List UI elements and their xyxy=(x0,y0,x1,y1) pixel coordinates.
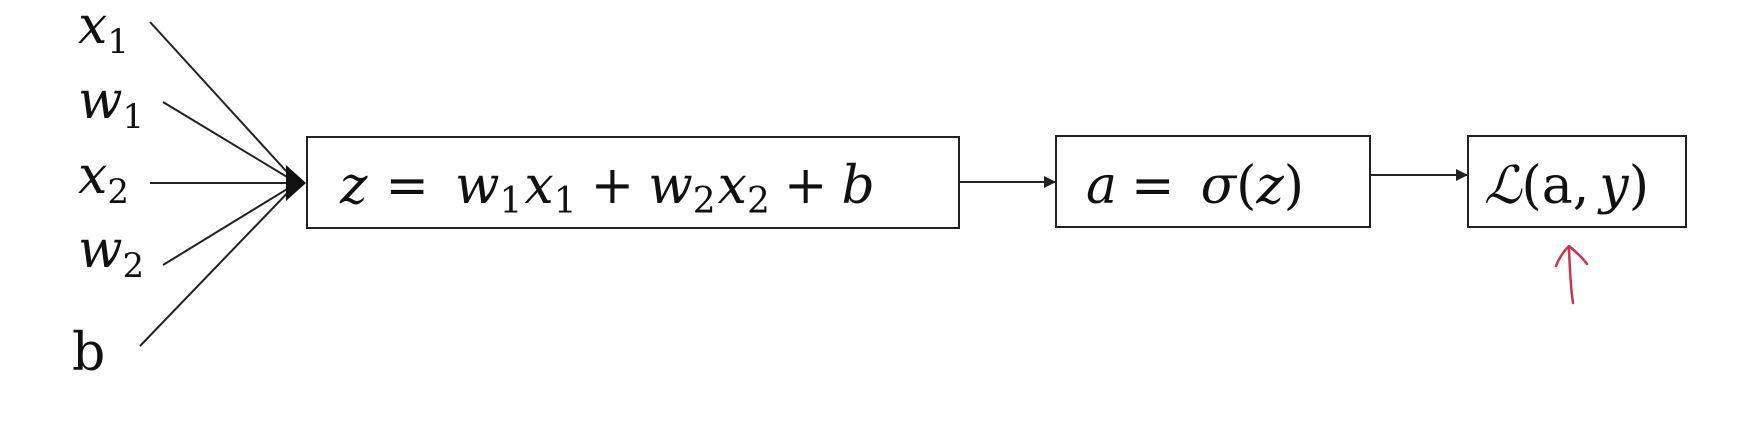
hand-drawn-up-arrow-icon xyxy=(1554,244,1589,305)
input-label-x1: x1 xyxy=(78,0,129,62)
linear-node-formula: z=w1x1+w2x2+b xyxy=(339,156,875,222)
input-label-w1: w1 xyxy=(78,71,144,137)
activation-node-box xyxy=(1055,135,1371,228)
input-line-b xyxy=(139,182,298,347)
input-line-w1 xyxy=(162,101,298,184)
input-line-w2 xyxy=(162,182,298,266)
input-labels: x1 w1 x2 w2 b xyxy=(72,0,144,383)
input-label-w2: w2 xyxy=(78,220,144,286)
junction-arrowhead xyxy=(286,165,306,201)
input-label-x2: x2 xyxy=(78,146,129,212)
loss-node-formula: ℒ(a,y) xyxy=(1484,156,1649,216)
activation-node-formula: a=σ(z) xyxy=(1086,156,1304,216)
linear-node-box xyxy=(306,136,960,229)
input-lines xyxy=(139,21,306,347)
loss-node-box xyxy=(1467,135,1687,228)
input-label-b: b xyxy=(72,323,105,383)
input-line-x1 xyxy=(149,21,298,184)
